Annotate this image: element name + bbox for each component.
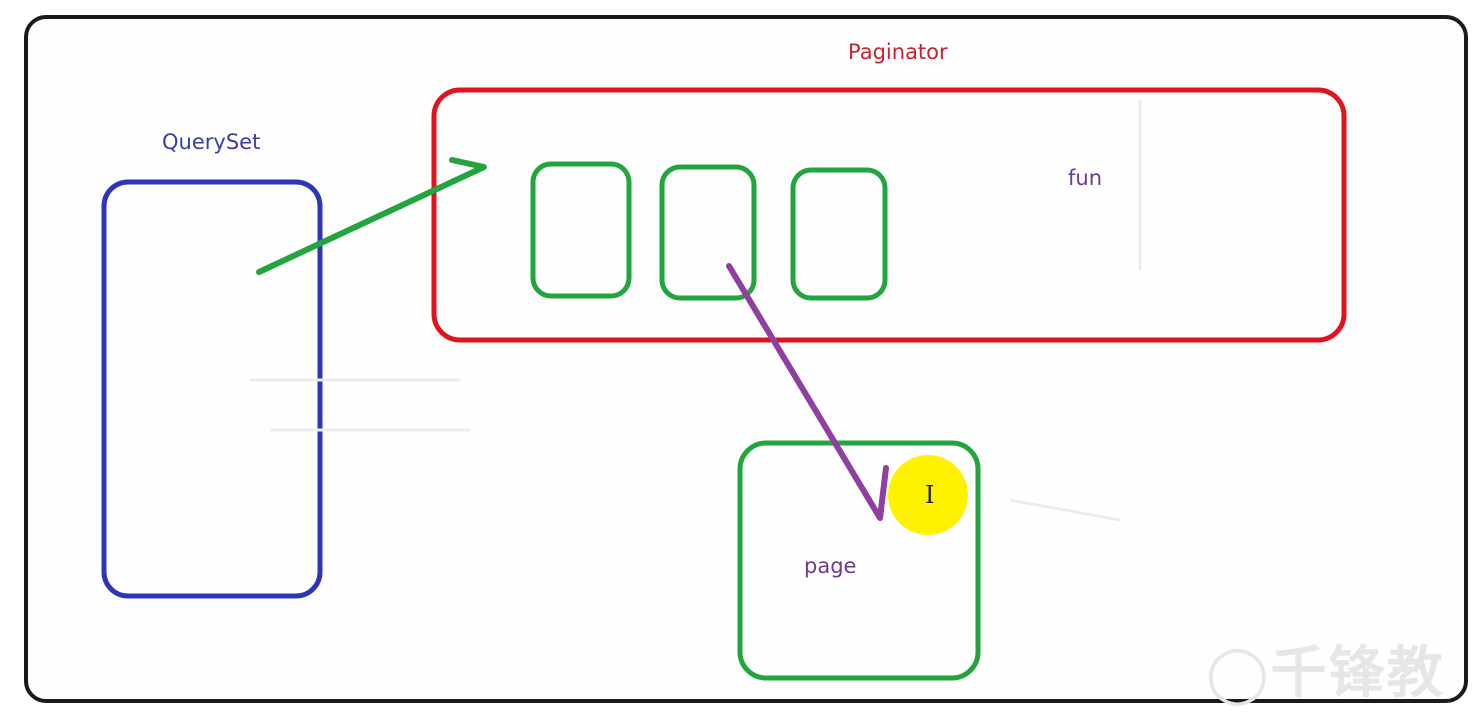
- page-slot-3: [790, 167, 888, 301]
- page-slot-2: [659, 164, 757, 301]
- cursor-beam: I: [925, 481, 935, 509]
- queryset-box: [101, 179, 323, 599]
- page-label: page: [804, 554, 857, 578]
- slot-to-page-line: [726, 263, 889, 521]
- diagram-frame: [24, 15, 1468, 703]
- watermark-text: 千锋教: [1270, 641, 1445, 706]
- page-slot-1: [530, 161, 632, 299]
- queryset-to-paginator-arrow: [256, 157, 487, 275]
- qianfeng-watermark: ◯千锋教: [1206, 628, 1445, 709]
- page-box: [737, 440, 981, 681]
- paginator-box: [431, 87, 1347, 343]
- qianfeng-logo-icon: ◯: [1206, 641, 1271, 706]
- queryset-label: QuerySet: [162, 130, 261, 154]
- paginator-label: Paginator: [848, 40, 948, 64]
- text-cursor-icon: I: [888, 455, 968, 535]
- ghost-strokes: [250, 100, 1142, 522]
- fun-label: fun: [1068, 166, 1103, 190]
